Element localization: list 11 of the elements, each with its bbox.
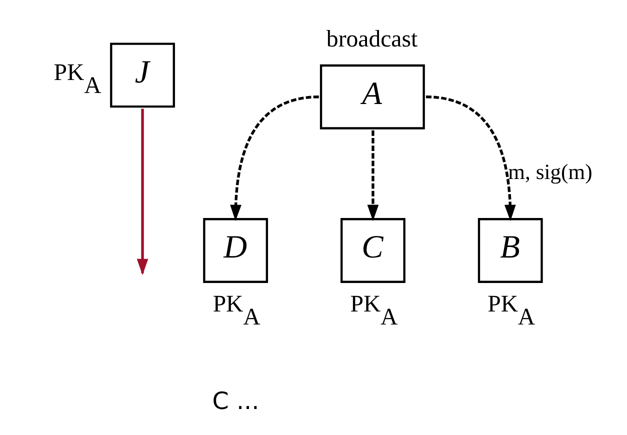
node-box: C xyxy=(340,218,405,283)
arrow xyxy=(230,96,318,222)
label: C ... xyxy=(212,387,259,416)
node-box: A xyxy=(319,64,424,130)
arrow xyxy=(366,130,378,222)
node-box: D xyxy=(202,218,268,283)
node-box: B xyxy=(477,218,542,283)
edge-label: m, sig(m) xyxy=(508,160,592,184)
node-box: J xyxy=(110,42,174,108)
arrow xyxy=(425,96,516,222)
node-label: broadcast xyxy=(326,26,418,53)
